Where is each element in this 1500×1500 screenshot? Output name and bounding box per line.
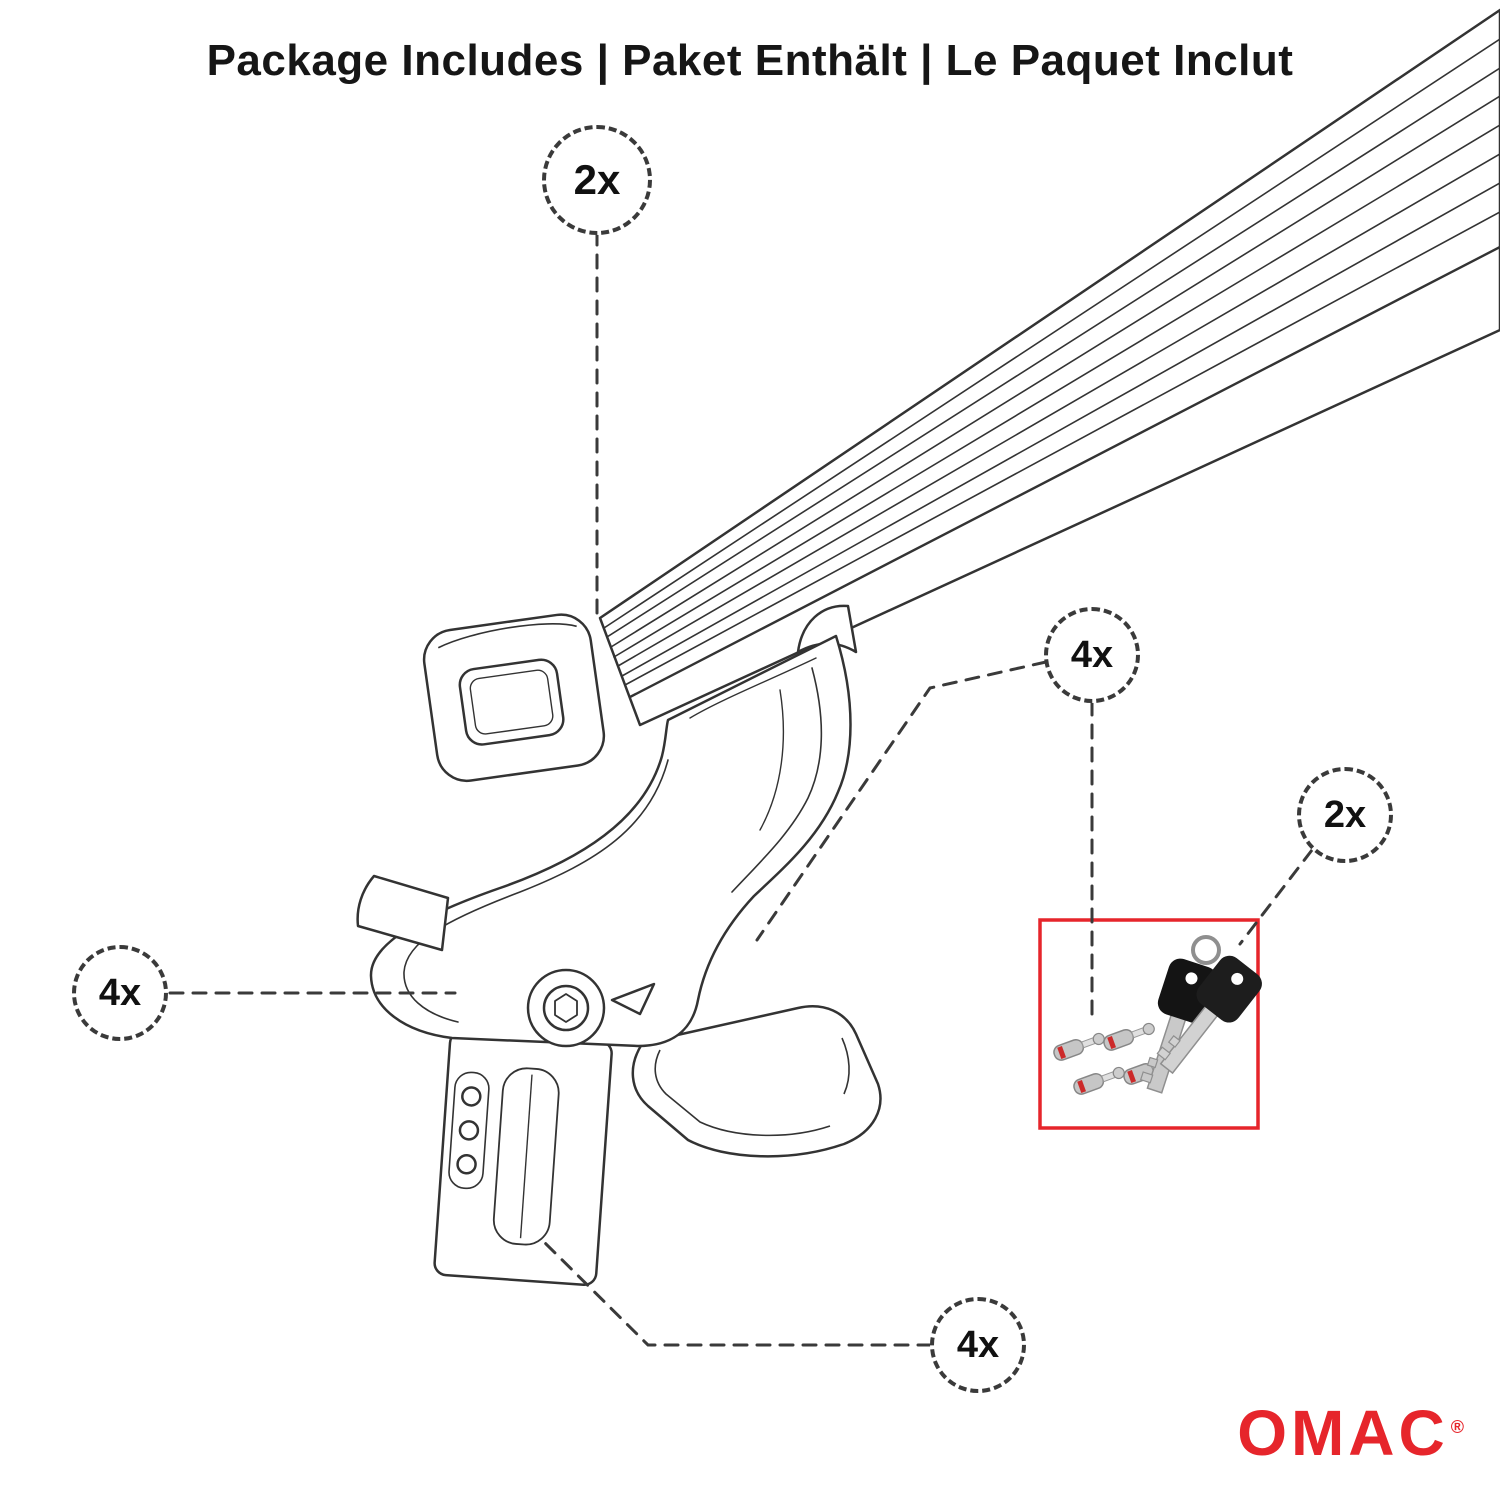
foot-body — [369, 634, 852, 1048]
bracket-slot — [492, 1067, 560, 1246]
foot-pointer — [610, 982, 656, 1016]
bracket-hole-1 — [461, 1086, 482, 1107]
registered-mark: ® — [1450, 1416, 1468, 1437]
callout-foot-qty: 4x — [72, 945, 168, 1041]
end-cap-top-edge — [437, 623, 577, 649]
bracket-hole-3 — [456, 1154, 477, 1175]
clamp-bracket — [433, 1030, 613, 1287]
bracket-hole-2 — [458, 1120, 480, 1141]
end-cap-slot-inner — [469, 669, 554, 735]
leader-keys — [1238, 848, 1314, 946]
base-pad — [631, 1005, 882, 1158]
page-title: Package Includes | Paket Enthält | Le Pa… — [206, 36, 1294, 85]
keys-photo — [1139, 935, 1262, 1094]
bracket-slot-centerline — [519, 1074, 533, 1239]
crossbar-ridges — [603, 38, 1500, 699]
mounting-foot — [356, 604, 858, 1048]
foot-bolt-hex — [554, 993, 578, 1023]
lock-cylinder-3 — [1103, 1022, 1155, 1051]
omac-logo: OMAC® — [1237, 1396, 1468, 1470]
lock-cylinder-1 — [1053, 1032, 1105, 1061]
foot-contour-top — [689, 657, 817, 719]
callout-clamp-bracket-qty: 4x — [930, 1297, 1026, 1393]
lock-cylinder-2 — [1073, 1066, 1125, 1095]
keyring — [1191, 935, 1221, 965]
leader-bracket — [538, 1236, 933, 1347]
callout-lock-cylinders-qty: 4x — [1044, 607, 1140, 703]
callout-leader-lines — [168, 230, 1314, 1347]
foot-contour-inner — [759, 689, 785, 831]
foot-flange — [356, 874, 450, 952]
end-cap — [422, 613, 606, 783]
foot-contour-right — [731, 667, 823, 893]
leader-locks-diagonal — [755, 660, 1048, 942]
callout-crossbar-qty: 2x — [542, 125, 652, 235]
foot-contour-left — [403, 759, 669, 1023]
base-pad-outline — [631, 1005, 882, 1158]
base-pad-contour-1 — [654, 1049, 831, 1137]
crossbar-body — [598, 8, 1500, 727]
key-2 — [1156, 955, 1262, 1075]
bracket-hole-strip — [448, 1071, 490, 1190]
crossbar-drawing — [598, 8, 1500, 727]
omac-logo-text: OMAC — [1237, 1397, 1449, 1469]
base-pad-contour-2 — [841, 1037, 850, 1095]
callout-keys-qty: 2x — [1297, 767, 1393, 863]
